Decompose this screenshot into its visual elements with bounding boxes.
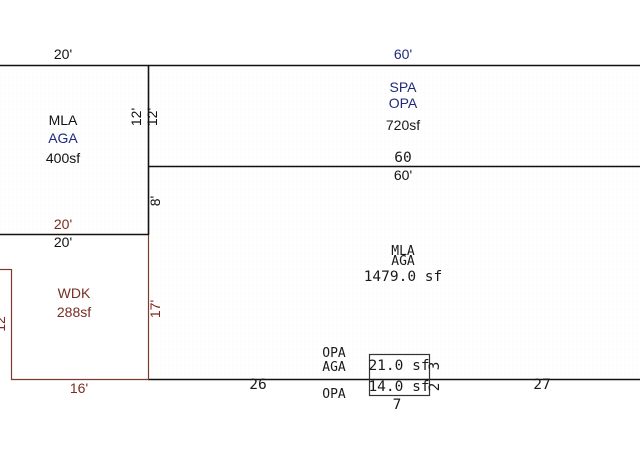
upper-right-area: 720sf [386, 117, 420, 133]
dim-upper-left-bottom: 20' [54, 216, 72, 232]
dim-upper-left-top: 20' [54, 46, 72, 62]
dim-main-bottom-left: 26 [249, 377, 266, 393]
dim-upper-left-right-a: 12' [128, 108, 144, 126]
dim-porch-width: 7 [393, 397, 402, 413]
dim-deck-top: 20' [54, 234, 72, 250]
deck-area: 288sf [57, 304, 91, 320]
porch-bottom-area: 14.0 sf [368, 379, 429, 395]
dim-upper-right-top: 60' [394, 46, 412, 62]
upper-right-code2: OPA [389, 95, 418, 111]
main-region [148, 166, 640, 380]
main-area: 1479.0 sf [364, 269, 443, 285]
deck-code1: WDK [58, 285, 91, 301]
porch-bottom-code1: OPA [322, 387, 346, 402]
dim-main-left-lower: 17' [147, 300, 163, 318]
dim-upper-right-bottom: 60 [394, 150, 411, 166]
dim-deck-left: 12 [0, 316, 8, 332]
dim-porch-top-depth: 3 [427, 362, 443, 371]
dim-porch-bottom-depth: 2 [427, 383, 443, 392]
porch-box [368, 353, 431, 397]
upper-left-code1: MLA [49, 112, 78, 128]
porch-top-code1: OPA [322, 346, 346, 361]
dim-main-left-upper: 8' [147, 196, 163, 206]
porch-top-area: 21.0 sf [368, 358, 429, 374]
main-code1: MLA [391, 244, 415, 259]
porch-top-code2: AGA [322, 360, 346, 375]
dim-main-bottom-right: 27 [533, 377, 550, 393]
dim-deck-bottom: 16' [70, 380, 88, 396]
upper-left-region [0, 66, 148, 235]
dim-main-top: 60' [394, 167, 412, 183]
dim-upper-left-right-b: 12' [144, 108, 160, 126]
upper-right-region [148, 66, 640, 166]
upper-left-area: 400sf [46, 150, 80, 166]
upper-left-code2: AGA [48, 130, 78, 146]
upper-right-code1: SPA [390, 79, 418, 95]
main-code2: AGA [391, 254, 415, 269]
